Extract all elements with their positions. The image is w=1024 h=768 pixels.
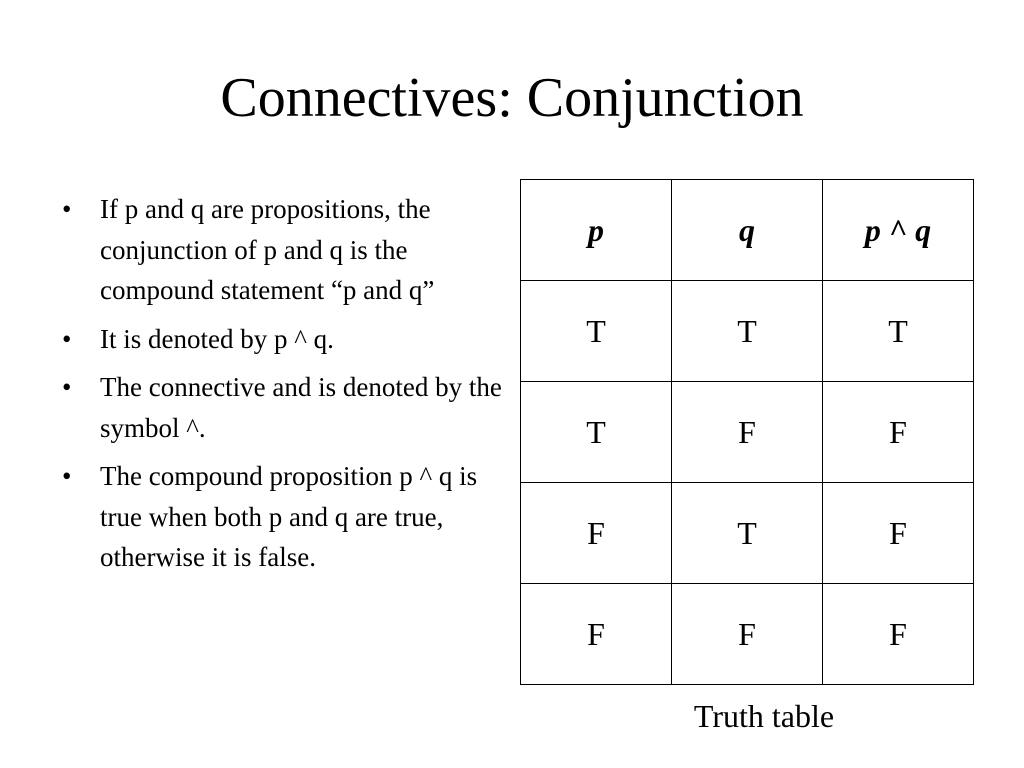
bullet-text: If p and q are propositions, the conjunc… [100,194,435,305]
table-cell: F [520,583,672,685]
table-header-cell: q [671,179,823,281]
table-row: F T F [520,482,974,584]
bullet-list: • If p and q are propositions, the conju… [62,189,502,586]
bullet-item: • The compound proposition p ^ q is true… [62,456,502,578]
bullet-item: • It is denoted by p ^ q. [62,319,502,360]
table-header-cell: p [520,179,672,281]
bullet-marker: • [62,372,72,402]
bullet-marker: • [62,323,72,354]
bullet-text: The compound proposition p ^ q is true w… [100,461,478,572]
table-cell: F [520,482,672,584]
slide-title: Connectives: Conjunction [220,67,804,129]
table-row: T F F [520,381,974,483]
table-cell: T [671,280,823,382]
table-row: T T T [520,280,974,382]
bullet-text: It is denoted by p ^ q. [100,323,334,354]
table-cell: T [822,280,974,382]
table-cell: F [822,381,974,483]
table-cell: T [520,381,672,483]
bullet-marker: • [62,194,72,224]
table-cell: F [671,583,823,685]
table-cell: F [822,583,974,685]
bullet-item: • The connective and is denoted by the s… [62,367,502,448]
bullet-item: • If p and q are propositions, the conju… [62,189,502,311]
table-caption: Truth table [693,698,835,734]
bullet-marker: • [62,461,72,491]
table-cell: F [671,381,823,483]
table-row: F F F [520,583,974,685]
bullet-text: The connective and is denoted by the sym… [100,372,502,443]
truth-table: p q p ^ q T T T T F F F T F F F F [520,179,974,685]
table-cell: F [822,482,974,584]
table-header-cell: p ^ q [822,179,974,281]
table-cell: T [520,280,672,382]
table-header-row: p q p ^ q [520,179,974,281]
table-cell: T [671,482,823,584]
